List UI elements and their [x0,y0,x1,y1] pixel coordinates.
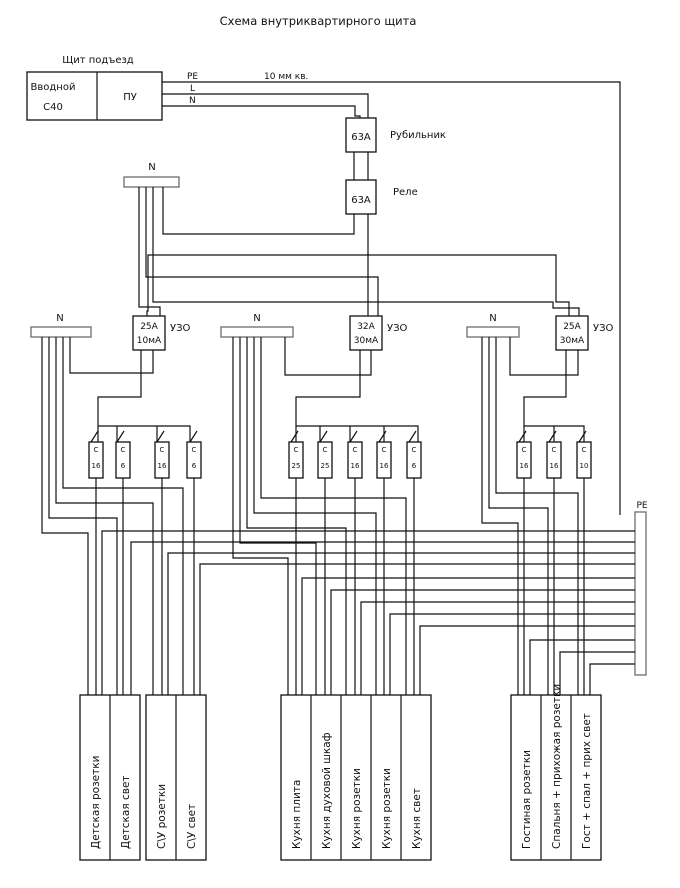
pe-bus [634,511,647,676]
rcd2-n-bus [220,326,294,338]
breaker-4-rating: 6 [192,462,197,470]
breaker-2-rating: 6 [121,462,126,470]
load-label-6: Кухня духовой шкаф [321,732,333,849]
input-breaker-label: Вводной [31,82,76,93]
breaker-5-rating: 25 [292,462,301,470]
rcd2-n-bus-label: N [253,313,260,324]
diagram-title: Схема внутриквартирного щита [220,14,417,28]
breaker-12-rating: 10 [580,462,589,470]
load-label-7: Кухня розетки [351,768,363,849]
meter-label: ПУ [123,92,137,103]
load-group-living [510,694,602,861]
breaker-9-type: C [412,446,417,454]
main-switch-label: Рубильник [390,130,446,141]
breaker-9-rating: 6 [412,462,417,470]
rcd-3-sensitivity: 30мА [560,336,585,346]
pe-outputs [101,530,635,695]
rcd1-n-bus [30,326,92,338]
rcd-1 [132,315,166,351]
breaker-7-rating: 16 [351,462,360,470]
rcd-2 [349,315,383,351]
breaker-4-type: C [192,446,197,454]
breaker-8-rating: 16 [380,462,389,470]
pe-bus-label: PE [636,501,647,511]
breaker-10-rating: 16 [520,462,529,470]
relay-label: Реле [393,187,418,198]
rcd1-n-bus-label: N [56,313,63,324]
main-switch [345,117,377,153]
phase-bridges [90,430,587,443]
load-group-kitchen [280,694,432,861]
breaker-3-rating: 16 [158,462,167,470]
relay [345,179,377,215]
load-label-2: Детская свет [120,775,132,849]
input-breaker-rating: C40 [43,102,63,113]
load-label-8: Кухня розетки [381,768,393,849]
breaker-1-type: C [94,446,99,454]
rcd-3-label: УЗО [593,323,614,334]
load-label-10: Гостиная розетки [521,750,533,849]
main-switch-rating: 63A [351,132,371,143]
rcd3-n-bus [466,326,520,338]
main-n-bus [123,176,180,188]
breaker-6-rating: 25 [321,462,330,470]
incoming-l-label: L [190,84,195,94]
incoming-pe-label: PE [187,72,198,82]
breaker-2-type: C [121,446,126,454]
entrance-panel [26,71,163,121]
rcd-2-rating: 32A [357,322,375,332]
phase-outputs [95,478,585,695]
load-label-11: Спальня + прихожая розетки [551,684,563,849]
load-label-1: Детская розетки [90,756,102,849]
load-label-9: Кухня свет [411,788,423,849]
breaker-11-rating: 16 [550,462,559,470]
load-label-5: Кухня плита [291,780,303,849]
load-label-4: С\У свет [186,804,198,849]
rcd-2-sensitivity: 30мА [354,336,379,346]
rcd-3 [555,315,589,351]
breaker-5-type: C [294,446,299,454]
cable-section-label: 10 мм кв. [264,72,308,82]
breaker-8-type: C [382,446,387,454]
rcd-2-label: УЗО [387,323,408,334]
main-n-bus-label: N [148,162,155,173]
incoming-n-label: N [189,96,196,106]
breaker-1-rating: 16 [92,462,101,470]
rcd-1-rating: 25A [140,322,158,332]
breaker-3-type: C [160,446,165,454]
neutral-outputs [41,337,579,695]
rcd-1-label: УЗО [170,323,191,334]
rcd3-n-bus-label: N [489,313,496,324]
breaker-12-type: C [582,446,587,454]
load-label-3: С\У розетки [156,784,168,849]
entrance-panel-caption: Щит подъезд [62,55,134,66]
rcd-3-rating: 25A [563,322,581,332]
breaker-10-type: C [522,446,527,454]
breaker-6-type: C [323,446,328,454]
load-label-12: Гост + спал + прих свет [581,713,593,849]
breaker-11-type: C [552,446,557,454]
relay-rating: 63A [351,195,371,206]
rcd-1-sensitivity: 10мА [137,336,162,346]
breaker-7-type: C [353,446,358,454]
